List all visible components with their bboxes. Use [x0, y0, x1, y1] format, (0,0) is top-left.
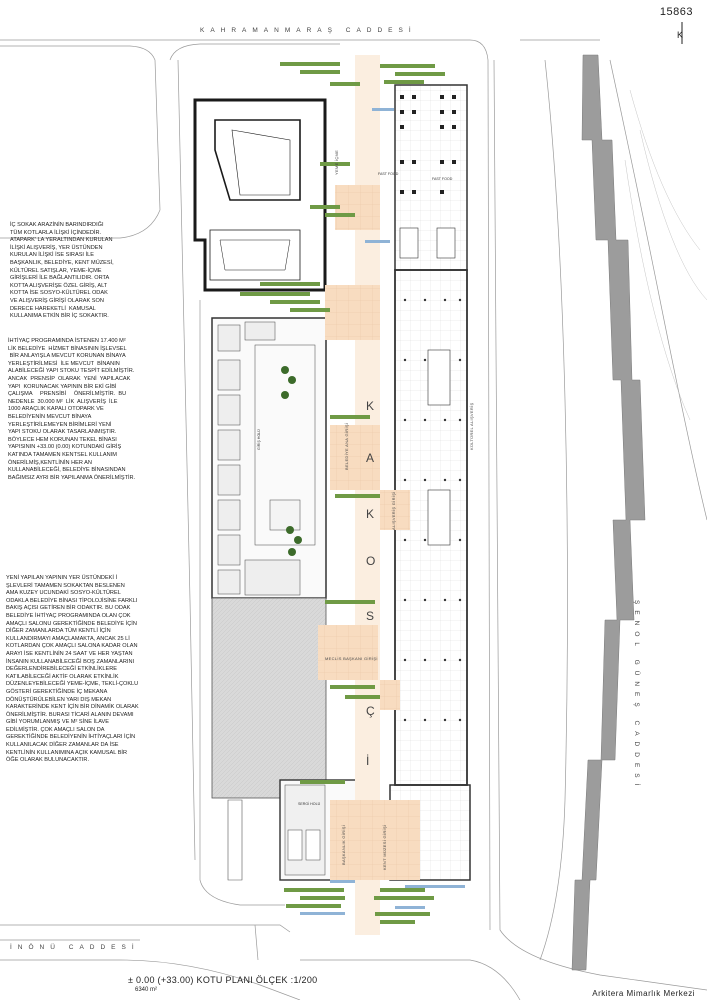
- label-kulturel-alisveris: KÜLTÜREL ALIŞVERİŞ: [469, 403, 474, 450]
- existing-wall: [571, 54, 646, 971]
- ic-sokak-letter: O: [366, 554, 375, 568]
- ramp: [227, 799, 243, 881]
- ic-sokak-letter: İ: [366, 754, 369, 768]
- landscape-blue-bars: [300, 108, 465, 915]
- street-paving: [318, 55, 420, 935]
- description-paragraph-1: İÇ SOKAK ARAZİNİN BARINDIRDIĞI TÜM KOTLA…: [10, 222, 114, 320]
- street-name-top: KAHRAMANMARAŞ CADDESİ: [200, 27, 417, 34]
- street-name-bottom: İNÖNÜ CADDESİ: [10, 944, 140, 951]
- ic-sokak-letter: K: [366, 507, 374, 521]
- atrium-trees: [281, 366, 302, 556]
- label-fast-food: FAST FOOD: [378, 172, 399, 176]
- left-block-rooms: [217, 321, 316, 596]
- tekel-building: [193, 98, 327, 292]
- fast-food-tables: [400, 95, 456, 194]
- label-alisveris-girisi: ALIŞVERİŞ GİRİŞİ: [391, 491, 396, 530]
- terrain-contours: [624, 89, 707, 421]
- label-kent-muzesi-girisi: KENT MÜZESİ GİRİŞİ: [382, 825, 387, 870]
- ic-sokak-letter: K: [366, 399, 374, 413]
- label-baskanlik-girisi: BAŞKANLIK GİRİŞİ: [341, 825, 346, 865]
- ic-sokak-letter: A: [366, 451, 374, 465]
- label-fast-food-2: FAST FOOD: [432, 177, 453, 181]
- plan-area: 6340 m²: [135, 987, 158, 993]
- context-roads: [0, 39, 707, 1000]
- ic-sokak-lettering: İ Ç S O K A K: [366, 399, 375, 768]
- street-name-right: ŞENOL GÜNEŞ CADDESİ: [633, 600, 640, 792]
- label-meclis-baskani-girisi: MECLİS BAŞKANI GİRİŞİ: [325, 656, 378, 661]
- label-yeme-icme: YEME İÇME: [334, 150, 339, 175]
- label-sergi-holu: SERGİ HOLÜ: [298, 801, 321, 806]
- ic-sokak-letter: Ç: [366, 704, 375, 718]
- sheet-number: 15863: [659, 6, 693, 18]
- bottom-hall: [284, 784, 326, 876]
- label-giris-holu: GİRİŞ HOLÜ: [256, 429, 261, 450]
- description-paragraph-3: YENİ YAPILAN YAPININ YER ÜSTÜNDEKİ İ ŞLE…: [6, 575, 139, 764]
- stair-cores: [399, 227, 456, 546]
- description-paragraph-2: İHTİYAÇ PROGRAMINDA İSTENEN 17.400 M² Lİ…: [8, 338, 136, 481]
- credit-text: Arkitera Mimarlık Merkezi: [592, 989, 695, 998]
- ic-sokak-letter: S: [366, 609, 374, 623]
- label-belediye-ana-girisi: BELEDİYE ANA GİRİŞİ: [344, 423, 349, 470]
- north-arrow-icon: K: [677, 22, 683, 44]
- plan-title: ± 0.00 (+33.00) KOTU PLANI ÖLÇEK :1/200: [128, 975, 318, 985]
- landscape-green-bars: [240, 62, 445, 924]
- north-symbol: K: [677, 30, 683, 40]
